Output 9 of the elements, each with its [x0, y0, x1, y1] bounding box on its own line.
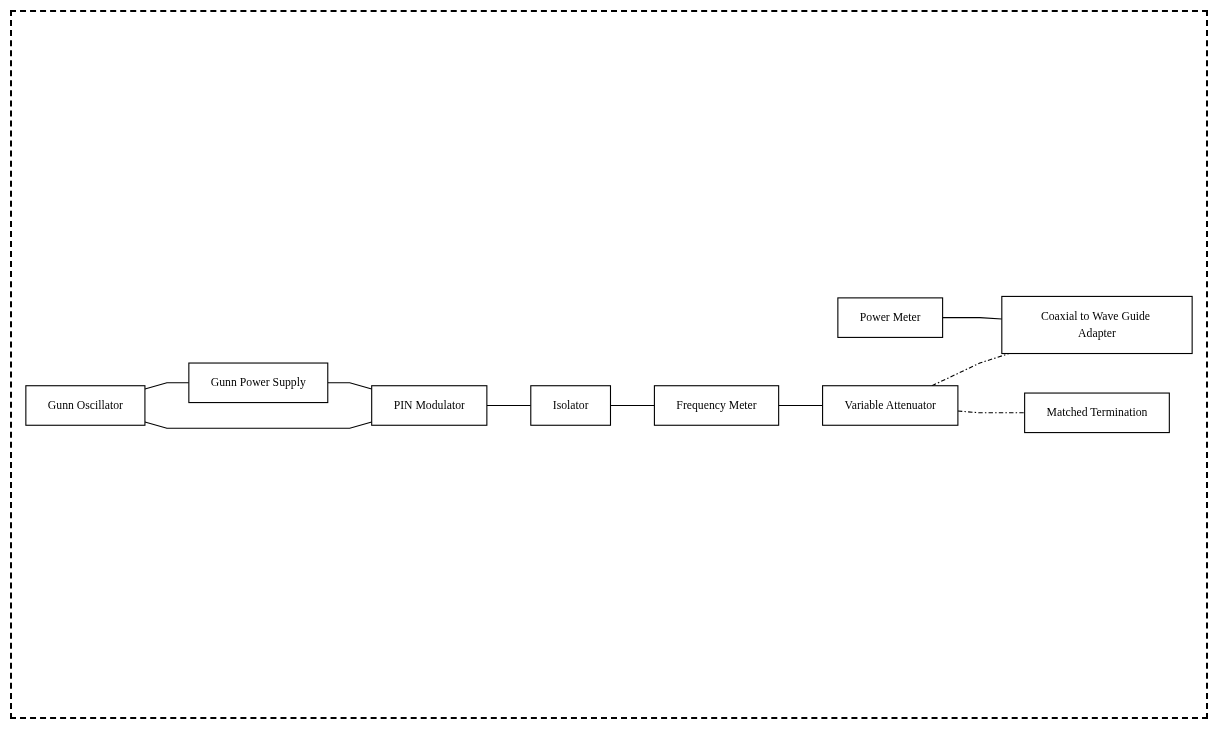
block-box: Frequency Meter	[653, 385, 780, 426]
block-box: Power Meter	[837, 297, 944, 338]
block-box: Gunn Oscillator	[25, 385, 146, 426]
block-box: Isolator	[530, 385, 612, 426]
block-box: Coaxial to Wave Guide Adapter	[1001, 295, 1193, 355]
block-box: Variable Attenuator	[822, 385, 959, 426]
block-box: Gunn Power Supply	[188, 362, 329, 404]
block-box: PIN Modulator	[371, 385, 488, 426]
block-box: Matched Termination	[1024, 392, 1170, 434]
